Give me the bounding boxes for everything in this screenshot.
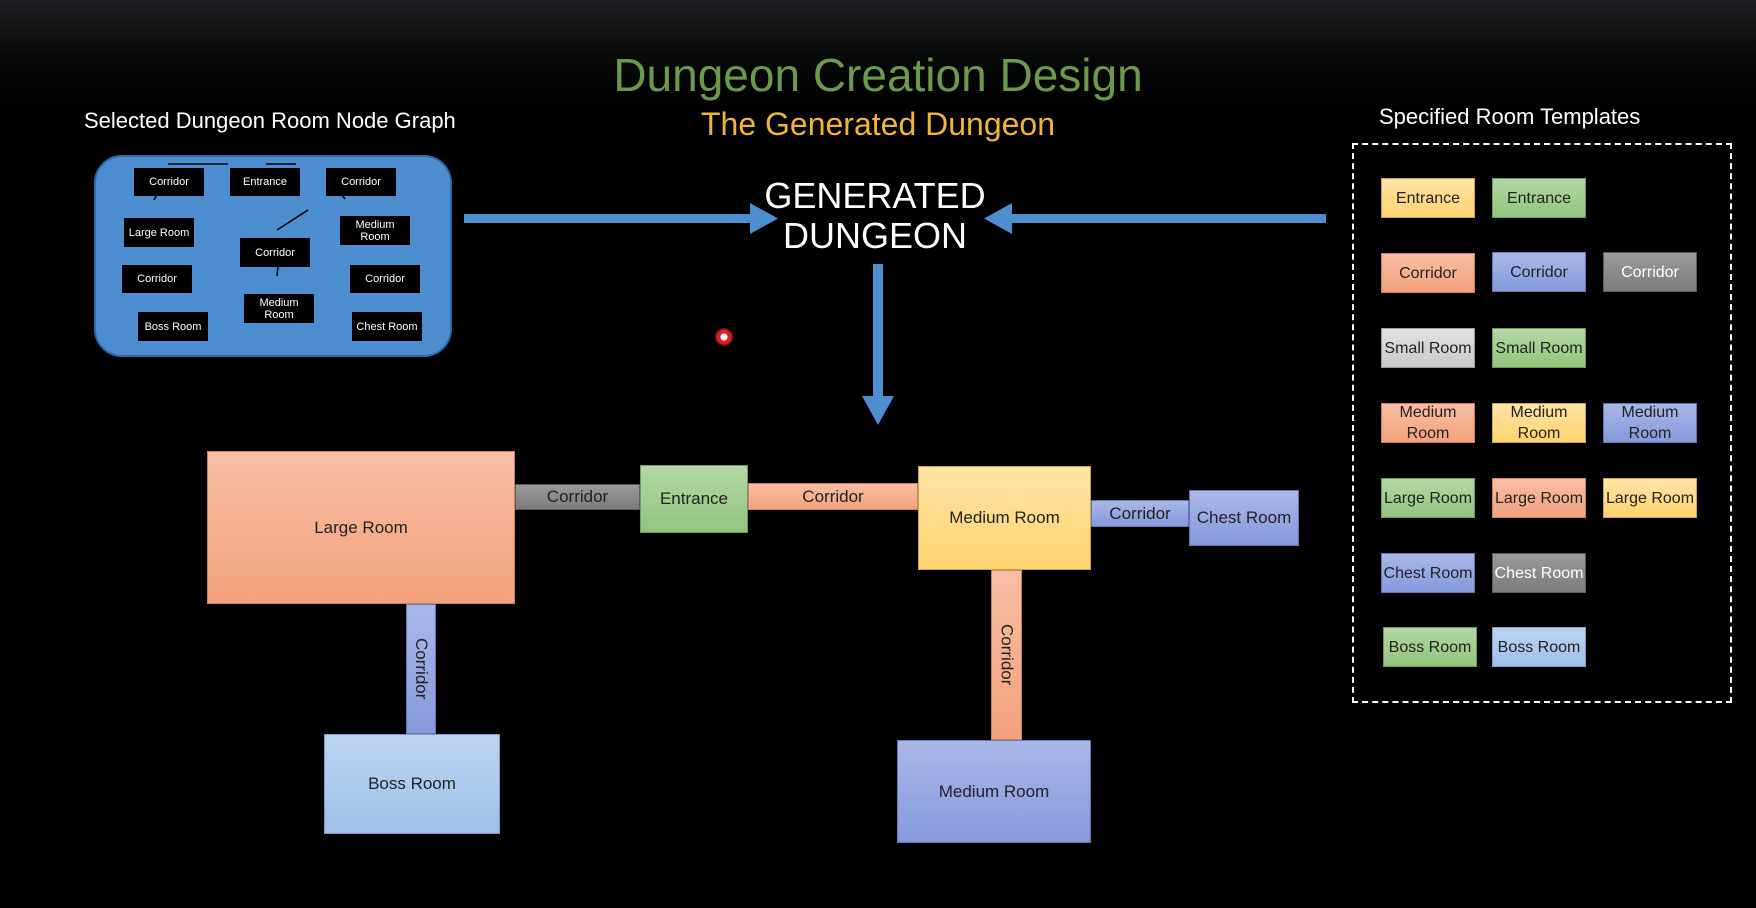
template-entrance: Entrance (1492, 178, 1586, 218)
graph-node: Chest Room (352, 312, 422, 341)
template-medium-room: Medium Room (1381, 403, 1475, 443)
node-graph-panel: Corridor Entrance Corridor Large Room Me… (94, 155, 452, 357)
graph-node: Large Room (124, 218, 194, 247)
cursor-indicator (715, 328, 733, 346)
template-corridor: Corridor (1381, 253, 1475, 293)
right-arrow-head (750, 203, 778, 234)
generated-line-1: GENERATED (764, 175, 986, 216)
template-corridor: Corridor (1492, 252, 1586, 292)
graph-node: Medium Room (244, 294, 314, 323)
graph-node: Boss Room (138, 312, 208, 341)
template-chest-room: Chest Room (1381, 553, 1475, 593)
template-entrance: Entrance (1381, 178, 1475, 218)
dungeon-entrance: Entrance (640, 465, 748, 533)
template-medium-room: Medium Room (1603, 403, 1697, 443)
template-large-room: Large Room (1492, 478, 1586, 518)
dungeon-corridor: Corridor (991, 570, 1022, 740)
node-graph-label: Selected Dungeon Room Node Graph (84, 108, 456, 133)
dungeon-corridor: Corridor (748, 483, 918, 510)
dungeon-medium-room: Medium Room (897, 740, 1091, 843)
generated-line-2: DUNGEON (782, 215, 967, 256)
graph-node: Medium Room (340, 216, 410, 245)
templates-label: Specified Room Templates (1379, 104, 1641, 129)
template-medium-room: Medium Room (1492, 403, 1586, 443)
graph-node: Corridor (134, 168, 204, 196)
template-corridor: Corridor (1603, 252, 1697, 292)
generated-dungeon-label: GENERATED DUNGEON (730, 176, 1020, 256)
graph-node: Corridor (350, 265, 420, 293)
graph-node: Corridor (240, 238, 310, 267)
dungeon-corridor: Corridor (406, 604, 436, 734)
page-title: Dungeon Creation Design (613, 49, 1143, 101)
page-subtitle: The Generated Dungeon (700, 106, 1056, 142)
template-small-room: Small Room (1381, 328, 1475, 368)
graph-node: Entrance (230, 168, 300, 196)
dungeon-chest-room: Chest Room (1189, 490, 1299, 546)
template-large-room: Large Room (1603, 478, 1697, 518)
down-arrow-head (862, 396, 894, 425)
template-chest-room: Chest Room (1492, 553, 1586, 593)
templates-box: Entrance Entrance Corridor Corridor Corr… (1352, 143, 1732, 703)
template-boss-room: Boss Room (1492, 627, 1586, 667)
dungeon-corridor: Corridor (515, 484, 640, 510)
graph-node: Corridor (122, 265, 192, 293)
template-boss-room: Boss Room (1383, 627, 1477, 667)
template-small-room: Small Room (1492, 328, 1586, 368)
dungeon-corridor: Corridor (1091, 500, 1189, 527)
dungeon-medium-room: Medium Room (918, 466, 1091, 570)
dungeon-large-room: Large Room (207, 451, 515, 604)
template-large-room: Large Room (1381, 478, 1475, 518)
dungeon-boss-room: Boss Room (324, 734, 500, 834)
left-arrow-head (984, 203, 1012, 234)
graph-node: Corridor (326, 168, 396, 196)
